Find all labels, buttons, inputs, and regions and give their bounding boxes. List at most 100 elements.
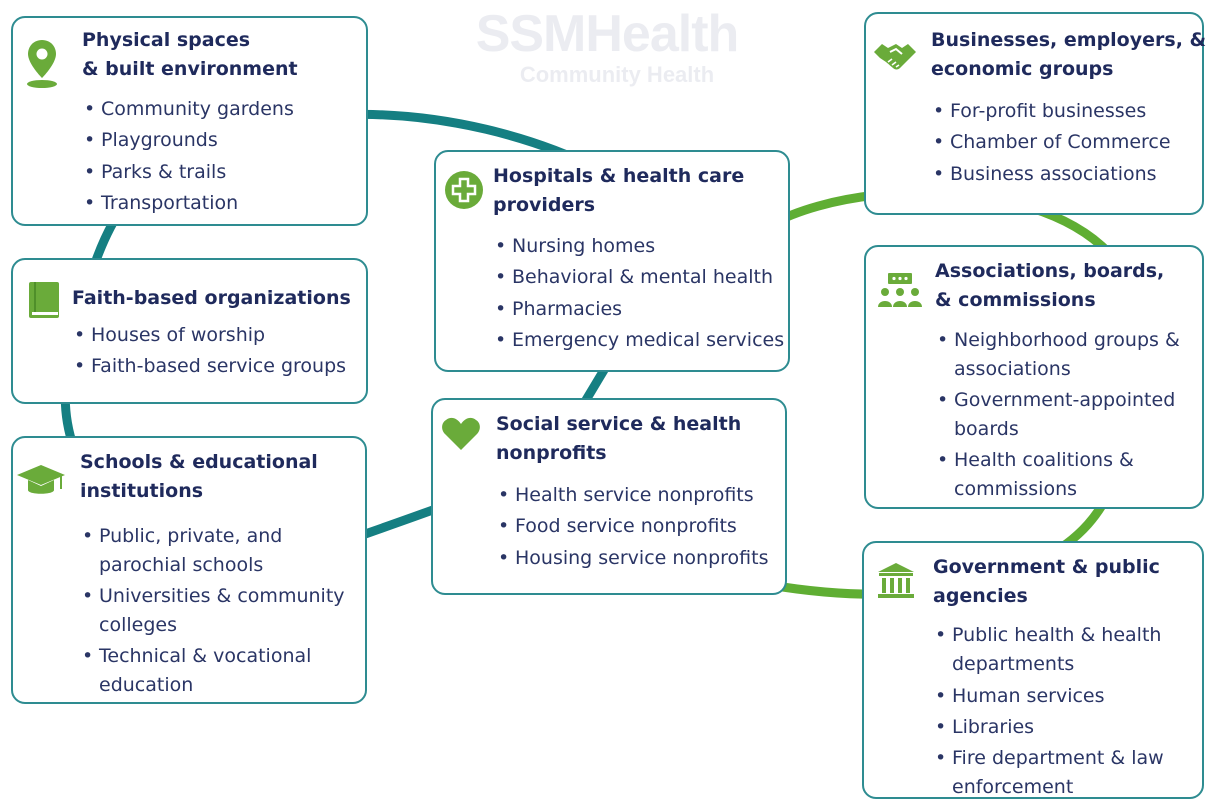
item-list: Community gardens Playgrounds Parks & tr… bbox=[84, 94, 294, 219]
title-line: Schools & educational bbox=[80, 451, 318, 473]
list-item: Health service nonprofits bbox=[498, 480, 768, 512]
box-title: Businesses, employers, & economic groups bbox=[931, 26, 1206, 84]
list-item: Nursing homes bbox=[495, 231, 784, 263]
box-title: Hospitals & health care providers bbox=[493, 162, 744, 220]
title-line: nonprofits bbox=[496, 442, 607, 464]
list-item: Faith-based service groups bbox=[74, 351, 347, 383]
box-title: Associations, boards, & commissions bbox=[935, 257, 1164, 315]
list-item-text: Public, private, and bbox=[99, 525, 283, 547]
watermark-subtitle: Community Health bbox=[519, 62, 715, 87]
list-item: Fire department & law enforcement bbox=[935, 744, 1164, 802]
list-item-text: Neighborhood groups & bbox=[954, 329, 1180, 351]
list-item-text: Technical & vocational bbox=[99, 645, 312, 667]
list-item: For-profit businesses bbox=[933, 96, 1171, 128]
handshake-icon bbox=[874, 44, 916, 70]
ssm-health-watermark: SSMHealth Community Health bbox=[412, 6, 802, 96]
item-list: Neighborhood groups & associations Govern… bbox=[937, 326, 1180, 506]
list-item-text: boards bbox=[954, 418, 1019, 440]
list-item: Food service nonprofits bbox=[498, 511, 768, 543]
list-item: Pharmacies bbox=[495, 294, 784, 326]
list-item-text: Housing service nonprofits bbox=[515, 546, 769, 569]
title-line: Businesses, employers, & bbox=[931, 29, 1207, 51]
box-government: Government & public agencies Public heal… bbox=[862, 541, 1204, 799]
list-item: Technical & vocational education bbox=[82, 642, 345, 700]
list-item: Government-appointed boards bbox=[937, 386, 1180, 444]
item-list: Nursing homes Behavioral & mental health… bbox=[495, 231, 784, 356]
list-item-text: Chamber of Commerce bbox=[950, 131, 1171, 154]
title-line: & commissions bbox=[935, 289, 1096, 311]
list-item-text: Health service nonprofits bbox=[515, 484, 754, 506]
list-item: Chamber of Commerce bbox=[933, 127, 1171, 159]
box-social-service: Social service & health nonprofits Healt… bbox=[431, 398, 787, 595]
item-list: Health service nonprofits Food service n… bbox=[498, 480, 768, 574]
list-item: Houses of worship bbox=[74, 320, 346, 352]
title-line: economic groups bbox=[931, 58, 1114, 80]
box-schools: Schools & educational institutions Publi… bbox=[11, 436, 367, 704]
list-item-text: Emergency medical services bbox=[512, 328, 785, 351]
list-item: Health coalitions &commissions bbox=[937, 446, 1180, 504]
title-line: Hospitals & health care bbox=[493, 165, 745, 187]
list-item: Libraries bbox=[935, 712, 1164, 744]
box-businesses: Businesses, employers, & economic groups… bbox=[864, 12, 1206, 215]
list-item-text: parochial schools bbox=[99, 554, 264, 576]
list-item-text: Business associations bbox=[950, 162, 1157, 185]
item-list: Public, private, and parochial schools Un… bbox=[82, 522, 345, 702]
list-item-text: Community gardens bbox=[101, 98, 294, 120]
list-item: Parks & trails bbox=[84, 157, 294, 189]
list-item-text: education bbox=[99, 674, 194, 696]
list-item-text: enforcement bbox=[952, 775, 1074, 798]
watermark-logo-text: SSMHealth bbox=[475, 5, 740, 63]
list-item: Human services bbox=[935, 681, 1164, 713]
list-item: Public, private, and parochial schools bbox=[82, 522, 345, 580]
list-item: Neighborhood groups & associations bbox=[937, 326, 1180, 384]
title-line: providers bbox=[493, 194, 596, 216]
list-item-text: Transportation bbox=[101, 191, 239, 214]
list-item-text: Food service nonprofits bbox=[515, 515, 737, 538]
box-faith-based: Faith-based organizations Houses of wors… bbox=[11, 258, 368, 404]
medical-cross-icon bbox=[445, 171, 483, 209]
list-item-text: Pharmacies bbox=[512, 297, 623, 320]
list-item-text: For-profit businesses bbox=[950, 100, 1147, 122]
list-item: Emergency medical services bbox=[495, 325, 785, 357]
list-item-text: departments bbox=[952, 653, 1075, 675]
title-line: Government & public bbox=[933, 556, 1160, 578]
title-line: Faith-based organizations bbox=[72, 287, 351, 309]
list-item-text: Behavioral & mental health bbox=[512, 266, 773, 289]
box-physical-spaces: Physical spaces & built environment Comm… bbox=[11, 16, 368, 226]
list-item-text: Human services bbox=[952, 685, 1105, 707]
graduation-cap-icon bbox=[17, 465, 65, 494]
box-hospitals: Hospitals & health care providers Nursin… bbox=[434, 150, 790, 372]
list-item-text: associations bbox=[954, 358, 1071, 380]
item-list: For-profit businesses Chamber of Commerc… bbox=[933, 96, 1171, 190]
list-item: Behavioral & mental health bbox=[495, 262, 784, 294]
title-line: Associations, boards, bbox=[935, 260, 1165, 282]
box-title: Faith-based organizations bbox=[72, 284, 351, 313]
list-item: Business associations bbox=[933, 159, 1171, 191]
box-title: Social service & health nonprofits bbox=[496, 410, 741, 468]
list-item-text: Houses of worship bbox=[91, 324, 266, 346]
meeting-icon bbox=[878, 273, 922, 307]
list-item-text: Faith-based service groups bbox=[91, 355, 347, 378]
list-item-text: Fire department & law bbox=[952, 746, 1164, 769]
box-title: Physical spaces & built environment bbox=[82, 26, 298, 84]
list-item: Transportation bbox=[84, 188, 294, 220]
item-list: Houses of worship Faith-based service gr… bbox=[74, 320, 346, 383]
book-icon bbox=[29, 282, 59, 318]
list-item-text: Government-appointed bbox=[954, 389, 1176, 411]
list-item: Housing service nonprofits bbox=[498, 543, 769, 575]
title-line: Social service & health bbox=[496, 413, 742, 435]
list-item-text: Libraries bbox=[952, 716, 1035, 739]
heart-icon bbox=[442, 417, 480, 450]
box-title: Schools & educational institutions bbox=[80, 448, 318, 506]
list-item-text: Universities & community bbox=[99, 585, 345, 607]
list-item: Playgrounds bbox=[84, 125, 294, 157]
list-item-text: Health coalitions & bbox=[954, 449, 1134, 471]
list-item-text: Parks & trails bbox=[101, 160, 227, 183]
box-title: Government & public agencies bbox=[933, 553, 1160, 611]
map-pin-icon bbox=[27, 40, 57, 88]
government-building-icon bbox=[878, 563, 914, 598]
list-item: Community gardens bbox=[84, 94, 294, 126]
